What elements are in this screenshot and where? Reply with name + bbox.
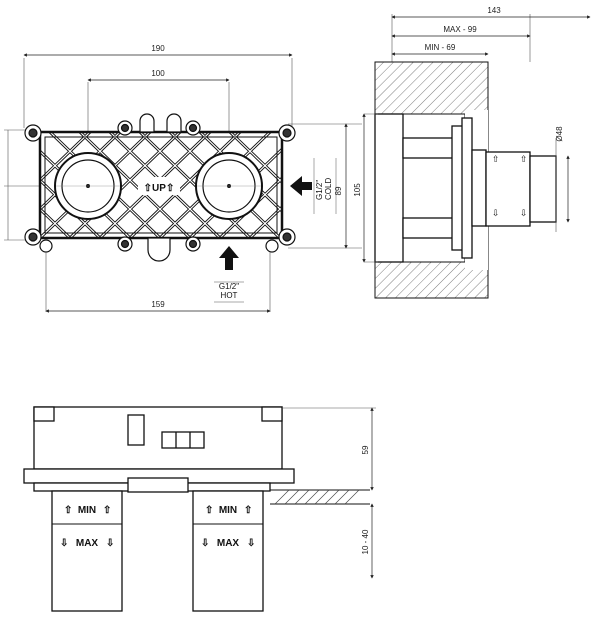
sleeve-left-max: MAX: [76, 538, 99, 549]
cold-label: COLD: [324, 178, 333, 200]
sleeve-right-down-arrow-2: ⇩: [247, 538, 255, 549]
inlet-right: [195, 152, 263, 220]
dim-width-overall: 190: [23, 44, 293, 128]
dim-max: MAX - 99: [443, 25, 477, 34]
floor-hatch: [274, 489, 360, 505]
valve-body-side: [374, 113, 557, 263]
sleeve-right-max: MAX: [217, 538, 240, 549]
sleeve-right-up-arrow: ⇧: [205, 505, 213, 516]
front-view: 190 100: [4, 44, 366, 313]
svg-text:⇩: ⇩: [520, 209, 528, 219]
bottom-view: ⇧ MIN ⇧ ⇩ MAX ⇩ ⇧ MIN ⇧ ⇩ MAX ⇩ 59 10 - …: [23, 406, 376, 612]
sleeve-left-up-arrow: ⇧: [64, 505, 72, 516]
dim-10-40: 10 - 40: [361, 529, 370, 554]
dim-89: 89: [334, 186, 343, 195]
dim-190: 190: [151, 44, 165, 53]
dim-bottom-width: 159: [45, 252, 271, 313]
up-label: ⇧UP⇧: [144, 183, 175, 194]
svg-text:⇧: ⇧: [492, 155, 500, 165]
cold-inlet-arrow: G1/2" COLD: [290, 158, 337, 214]
side-view: 143 MAX - 99 MIN - 69 ⇧ ⇧ ⇩ ⇩: [364, 6, 591, 299]
sleeve-left-min: MIN: [78, 505, 96, 516]
sleeve-right-up-arrow-2: ⇧: [244, 505, 252, 516]
inlet-left: [54, 152, 122, 220]
hot-label: HOT: [221, 291, 238, 300]
sleeve-right-down-arrow: ⇩: [201, 538, 209, 549]
sleeve-right-min: MIN: [219, 505, 237, 516]
mounting-lugs: [24, 113, 296, 262]
sleeve-left-up-arrow-2: ⇧: [103, 505, 111, 516]
dim-159: 159: [151, 300, 165, 309]
sleeve-left: ⇧ MIN ⇧ ⇩ MAX ⇩: [51, 490, 123, 612]
cold-thread-label: G1/2": [315, 180, 324, 200]
svg-text:⇧: ⇧: [520, 155, 528, 165]
dim-min: MIN - 69: [425, 43, 456, 52]
dim-diameter: Ø48: [555, 126, 564, 142]
hot-inlet-arrow: G1/2" HOT: [214, 246, 244, 303]
valve-body-bottom: [23, 406, 295, 493]
dim-heights: 89 105: [288, 113, 366, 263]
sleeve-left-down-arrow: ⇩: [60, 538, 68, 549]
dim-100: 100: [151, 69, 165, 78]
dim-143: 143: [487, 6, 501, 15]
dim-105: 105: [353, 183, 362, 197]
dim-59: 59: [361, 445, 370, 454]
hot-thread-label: G1/2": [219, 282, 239, 291]
sleeve-left-down-arrow-2: ⇩: [106, 538, 114, 549]
side-arrows: ⇧ ⇧ ⇩ ⇩: [492, 155, 528, 219]
svg-text:⇩: ⇩: [492, 209, 500, 219]
sleeve-right: ⇧ MIN ⇧ ⇩ MAX ⇩: [192, 490, 264, 612]
